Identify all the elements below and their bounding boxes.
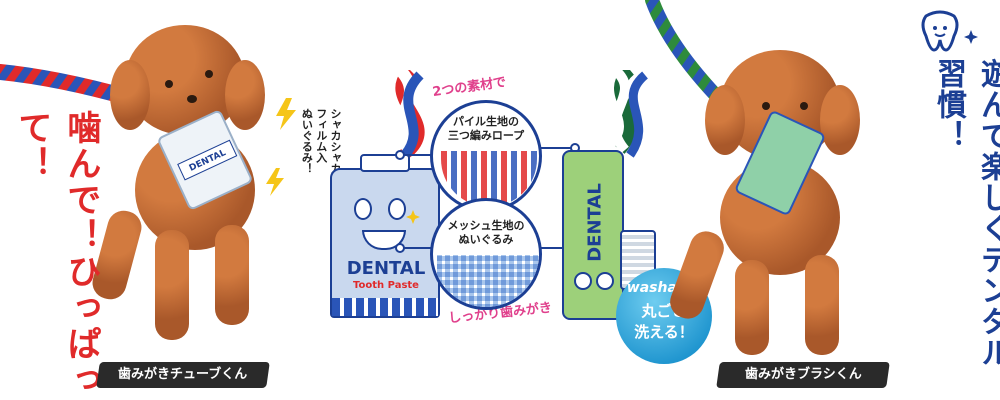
sparkle-icon <box>406 210 420 224</box>
right-product-label: 歯みがきブラシくん <box>716 362 890 388</box>
right-label-text: 歯みがきブラシくん <box>744 367 862 382</box>
material-circle-mesh: メッシュ生地の ぬいぐるみ <box>430 198 542 310</box>
left-product-label: 歯みがきチューブくん <box>96 362 270 388</box>
circle-bottom-line2: ぬいぐるみ <box>458 233 514 246</box>
center-brush: DENTAL <box>562 150 624 320</box>
material-circle-rope: パイル生地の 三つ編みロープ <box>430 100 542 212</box>
toy-label: DENTAL <box>177 139 238 181</box>
tube-brand: DENTAL <box>346 258 426 279</box>
left-bubble-text: シャカシャカ フィルム入 ぬいぐるみ！ <box>262 108 342 188</box>
washable-jp-2: 洗える！ <box>634 323 694 341</box>
tube-sub: Tooth Paste <box>353 280 419 291</box>
left-label-text: 歯みがきチューブくん <box>118 367 248 382</box>
right-rope-braid <box>610 70 649 158</box>
sparkle-icon <box>964 30 978 44</box>
right-dog-scene: 遊んで楽しくデンタル習慣！ 歯みがきブラシくん <box>640 0 1000 400</box>
circle-top-line2: 三つ編みロープ <box>447 129 525 142</box>
circle-bottom-line1: メッシュ生地の <box>447 219 525 232</box>
bubble-text: シャカシャカ フィルム入 ぬいぐるみ！ <box>300 108 342 174</box>
circle-top-line1: パイル生地の <box>453 115 519 128</box>
lightning-icon <box>266 168 284 196</box>
lightning-icon <box>276 98 296 130</box>
center-feature: DENTAL Tooth Paste 2つの素材で しっかり歯みがき パイル生地… <box>320 70 712 364</box>
brush-brand: DENTAL <box>584 183 606 262</box>
left-dog-scene: DENTAL シャカシャカ フィルム入 ぬいぐるみ！ 噛んで！ひっぱって！ 歯み… <box>0 0 342 400</box>
right-caption: 遊んで楽しくデンタル習慣！ <box>931 58 1000 368</box>
tooth-icon <box>921 10 959 52</box>
left-caption: 噛んで！ひっぱって！ <box>12 110 101 398</box>
right-poodle <box>665 30 880 360</box>
center-tube: DENTAL Tooth Paste <box>330 154 440 318</box>
